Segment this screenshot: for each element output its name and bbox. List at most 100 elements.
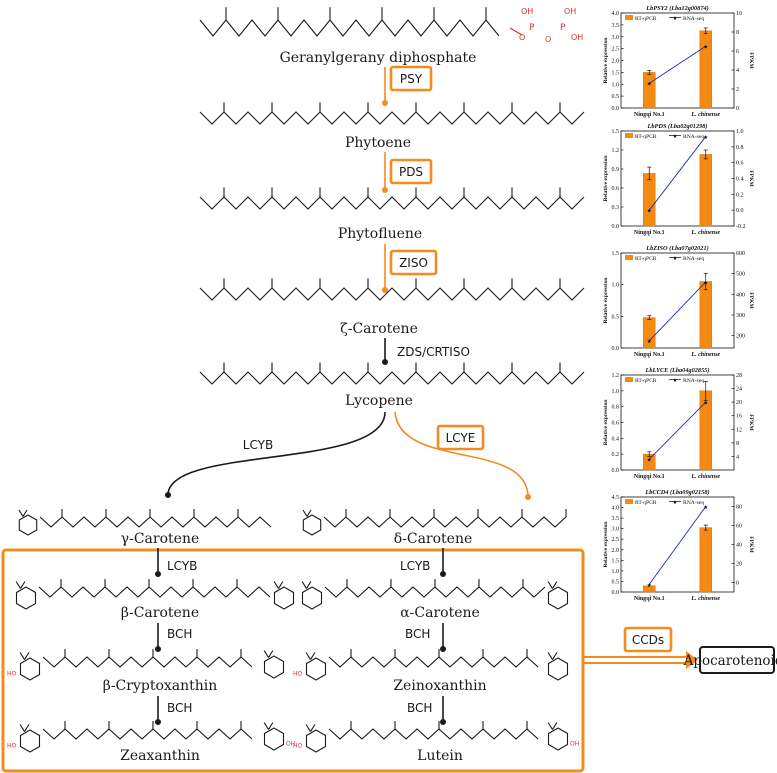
- arrow-ccds-head: [686, 651, 698, 669]
- chart-panel: LbPSY2 (Lba12g00874)0.00.51.01.52.02.53.…: [603, 5, 754, 118]
- apocarotenoids-box: [699, 646, 775, 674]
- chart-title: LbCCD4 (Lba09g02158): [644, 489, 709, 496]
- downstream-box: [1, 548, 585, 773]
- zeino-ring-right: [547, 657, 569, 681]
- enzyme-lcye-box: [436, 424, 485, 451]
- category-label: Ningqi No.1: [634, 230, 665, 236]
- right-tick-label: 2: [736, 87, 739, 93]
- compound-apocarotenoids: Apocarotenoids: [683, 653, 777, 669]
- legend-qpcr-label: RT-qPCR: [635, 378, 657, 384]
- crypto-ring-left: [19, 657, 41, 681]
- right-tick-label: 0.0: [736, 208, 744, 214]
- chart-title: LbPSY2 (Lba12g00874): [645, 5, 708, 12]
- hydroxyl-label: HO: [293, 743, 303, 750]
- beta-ring-left-methyl: [15, 581, 21, 589]
- left-tick-label: 0.5: [612, 314, 620, 320]
- rnaseq-point: ★: [703, 44, 708, 51]
- enzyme-bch-3: BCH: [405, 627, 430, 641]
- right-axis-label: FPKM: [748, 292, 754, 309]
- crypto-ring-right-methyl: [263, 650, 269, 658]
- left-axis-label: Relative expression: [603, 37, 609, 84]
- hydroxyl-label: OH: [570, 741, 579, 748]
- left-tick-label: 1.2: [612, 148, 620, 154]
- zeinoxanthin-chain: [328, 656, 539, 668]
- legend-rnaseq-label: RNA-seq: [683, 378, 704, 384]
- legend-qpcr-swatch: [625, 255, 633, 260]
- legend-rnaseq-label: RNA-seq: [683, 16, 704, 22]
- right-tick-label: 0: [736, 106, 739, 112]
- legend-qpcr-swatch: [625, 499, 633, 504]
- right-tick-label: 80: [736, 505, 742, 511]
- rnaseq-point: ★: [703, 504, 708, 511]
- rnaseq-point: ★: [647, 457, 652, 464]
- compound-beta-cryptoxanthin: β-Cryptoxanthin: [103, 678, 218, 694]
- left-tick-label: 1.0: [612, 82, 620, 88]
- enzyme-lcyb-branch: LCYB: [243, 438, 273, 452]
- zeax-ring-left-methyl: [24, 724, 30, 732]
- right-tick-label: 24: [736, 387, 742, 393]
- zeax-ring-left: [19, 729, 41, 753]
- lutein-ring-right-methyl: [547, 722, 553, 730]
- right-tick-label: 12: [736, 427, 742, 433]
- enzyme-bch-1: BCH: [167, 627, 192, 641]
- phosphate-p: P: [560, 23, 566, 33]
- right-tick-label: 20: [736, 562, 742, 568]
- lutein-ring-left-methyl: [305, 724, 311, 732]
- qpcr-bar: [699, 30, 712, 109]
- chart-title: LbPDS (Lba02g01298): [647, 123, 708, 130]
- legend-rnaseq-marker: ★: [672, 255, 677, 262]
- left-tick-label: 1.5: [612, 251, 620, 257]
- compound-lutein: Lutein: [417, 748, 463, 764]
- right-tick-label: 600: [736, 251, 745, 257]
- left-tick-label: 0.6: [612, 186, 620, 192]
- phosphate-o: O: [519, 33, 525, 42]
- arrow-bch-3-head: [440, 646, 446, 652]
- left-tick-label: 0.0: [612, 590, 620, 596]
- phosphate-o: O: [545, 35, 551, 44]
- left-tick-label: 0.6: [612, 421, 620, 427]
- chart-frame: [620, 374, 735, 471]
- gamma-ring-methyl: [18, 509, 24, 517]
- qpcr-bar: [699, 154, 712, 227]
- arrow-psy-head: [382, 100, 388, 106]
- compound-phytofluene: Phytofluene: [338, 226, 422, 242]
- zeax-ring-right-methyl: [268, 722, 274, 730]
- right-tick-label: 200: [736, 334, 745, 340]
- right-tick-label: 4: [736, 68, 739, 74]
- left-tick-label: 0.5: [612, 94, 620, 100]
- left-axis-label: Relative expression: [603, 277, 609, 324]
- lycopene-chain: [199, 371, 585, 385]
- legend-rnaseq-marker: ★: [672, 15, 677, 22]
- left-tick-label: 0.9: [612, 167, 620, 173]
- compound-zeta-carotene: ζ-Carotene: [340, 321, 418, 337]
- enzyme-ccds: CCDs: [632, 633, 664, 647]
- chart-frame: [620, 12, 735, 109]
- rnaseq-point: ★: [647, 582, 652, 589]
- delta-ring-methyl: [302, 509, 308, 517]
- hydroxyl-label: OH: [286, 741, 295, 748]
- crypto-ring-right: [263, 655, 285, 679]
- chart-title: LbLYCE (Lba04g02855): [645, 367, 710, 374]
- lutein-ring-right: [547, 727, 569, 751]
- left-tick-label: 1.5: [612, 558, 620, 564]
- chart-panel: LbLYCE (Lba04g02855)0.00.20.40.60.81.01.…: [603, 367, 754, 480]
- legend-qpcr-swatch: [625, 377, 633, 382]
- left-tick-label: 2.0: [612, 59, 620, 65]
- enzyme-bch-4: BCH: [407, 701, 432, 715]
- category-label: L. chinense: [690, 230, 720, 236]
- left-tick-label: 2.5: [612, 537, 620, 543]
- right-tick-label: 0.4: [736, 177, 744, 183]
- left-tick-label: 0.0: [612, 224, 620, 230]
- phosphate-p: P: [529, 23, 535, 33]
- right-tick-label: 28: [736, 373, 742, 379]
- beta-ring-right-methyl: [278, 581, 284, 589]
- left-tick-label: 3.5: [612, 23, 620, 29]
- beta-cryptoxanthin-chain: [42, 656, 253, 668]
- zeino-ring-right-methyl: [547, 652, 553, 660]
- zeino-ring-left-methyl: [310, 652, 316, 660]
- left-tick-label: 1.0: [612, 569, 620, 575]
- enzyme-psy-box: [389, 65, 433, 92]
- enzyme-pds: PDS: [399, 165, 423, 179]
- zeino-ring-right-methyl: [552, 652, 558, 660]
